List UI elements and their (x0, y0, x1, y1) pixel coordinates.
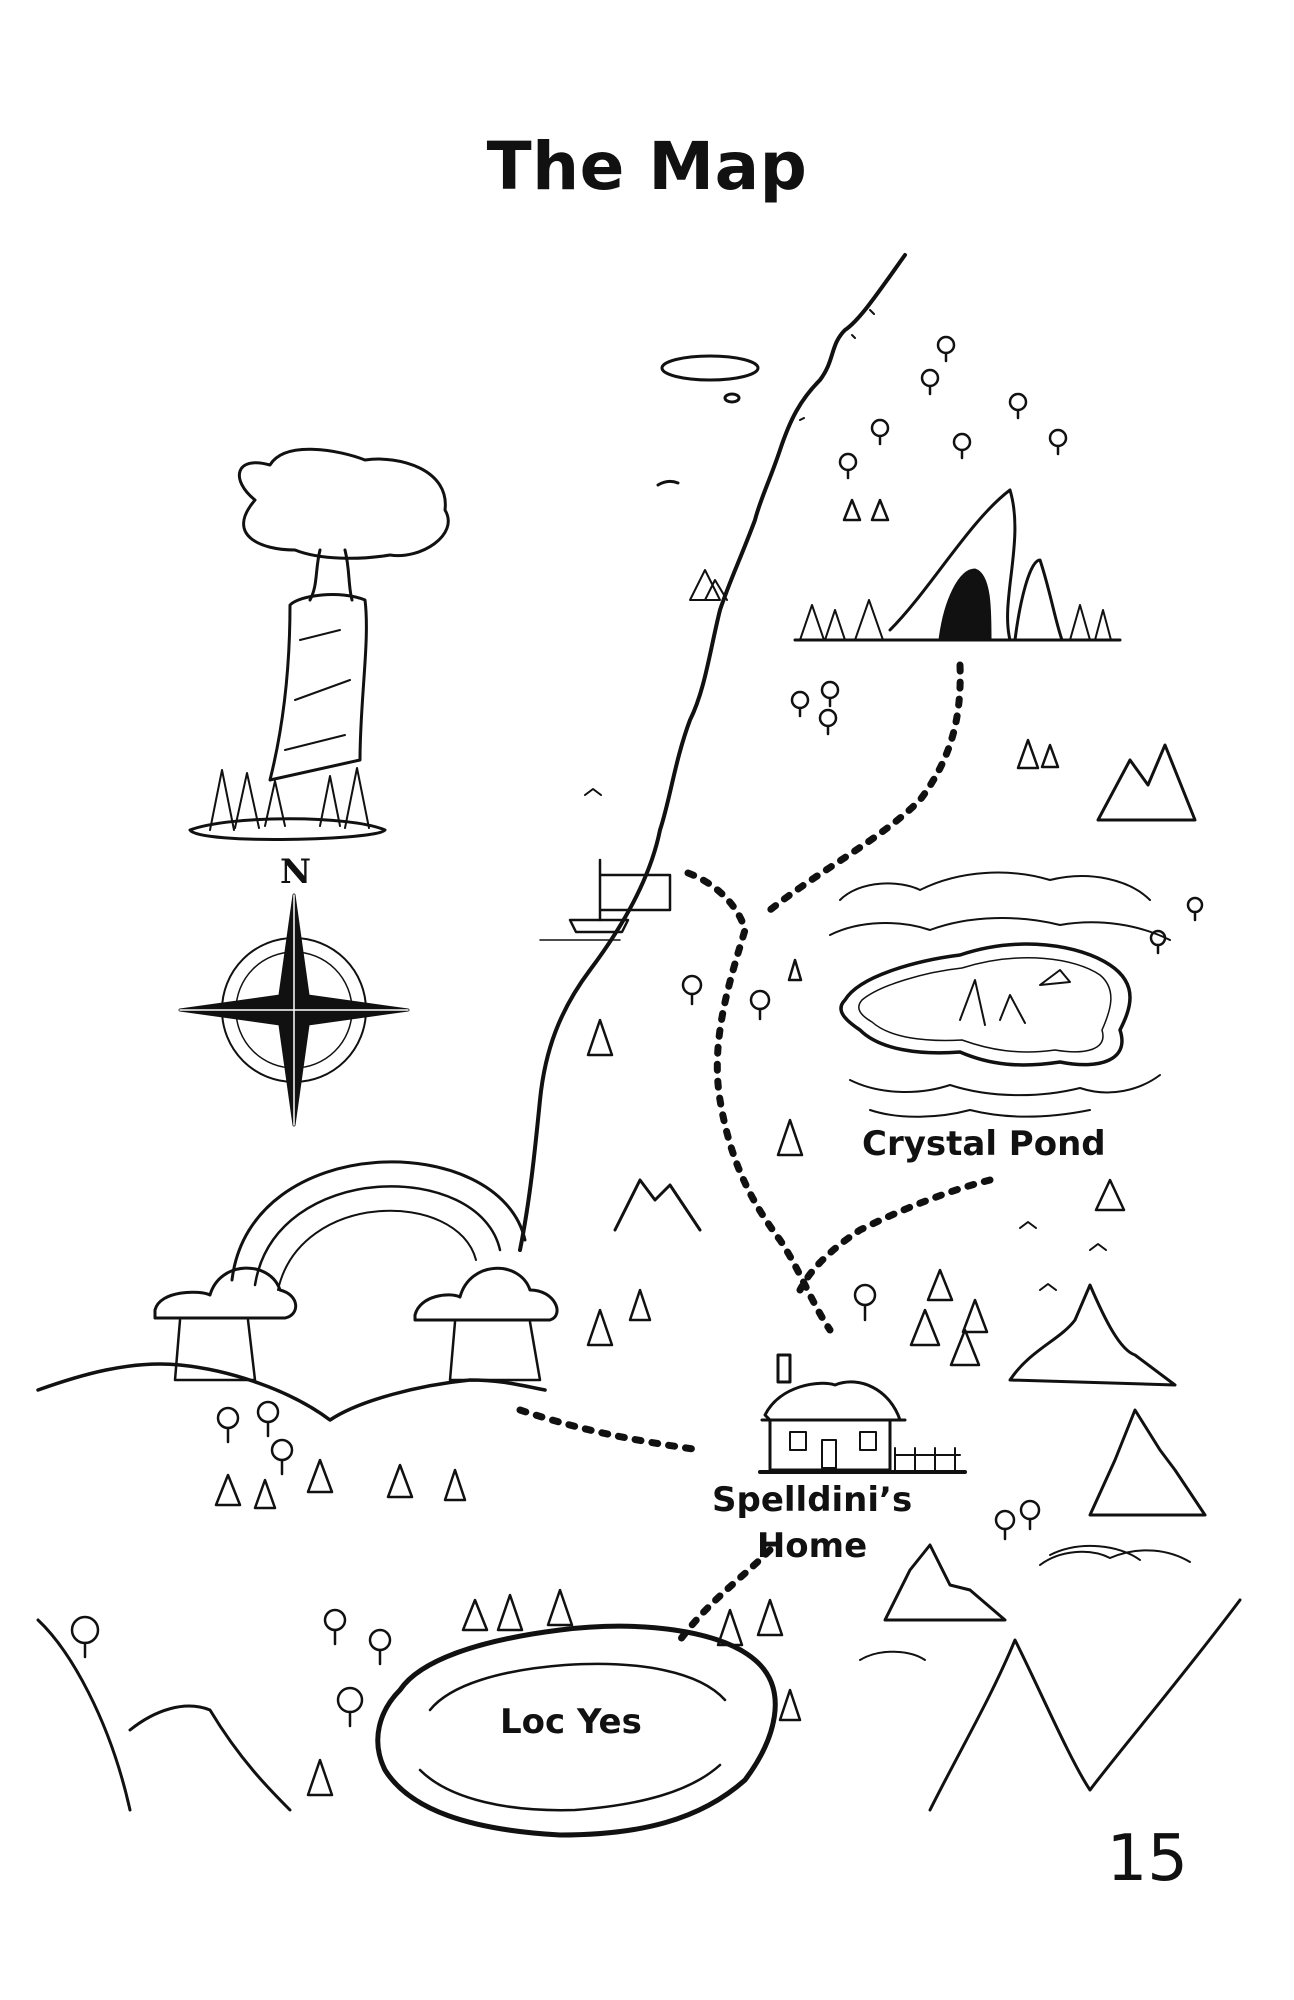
loc-yes-label: Loc Yes (500, 1702, 642, 1742)
loc-yes-lake (375, 1623, 778, 1838)
forest-cluster (829, 871, 1171, 1118)
page-number: 15 (1106, 1822, 1188, 1896)
rock-tower-landmark (188, 447, 450, 841)
page-title: The Map (486, 128, 808, 205)
dotted-paths (516, 661, 994, 1644)
compass-rose (178, 893, 410, 1127)
terrain-lines (36, 1362, 1141, 1561)
trees (70, 335, 1204, 1797)
crystal-pond (839, 942, 1132, 1067)
spelldini-house (758, 1353, 967, 1474)
coastline (518, 253, 907, 1252)
spelldini-home-label: Spelldini’s Home (712, 1478, 912, 1570)
islets (656, 354, 760, 487)
compass-north-letter: N (280, 852, 312, 892)
birds (584, 788, 1107, 1291)
mountain-cave (689, 488, 1122, 642)
spelldini-home-label-line2: Home (756, 1525, 868, 1566)
spelldini-home-label-line1: Spelldini’s (712, 1480, 913, 1520)
crystal-pond-label: Crystal Pond (862, 1124, 1106, 1164)
rainbow (153, 1160, 559, 1382)
hills (859, 1549, 1191, 1661)
dock-and-boat (539, 858, 672, 941)
mountains (36, 743, 1242, 1812)
